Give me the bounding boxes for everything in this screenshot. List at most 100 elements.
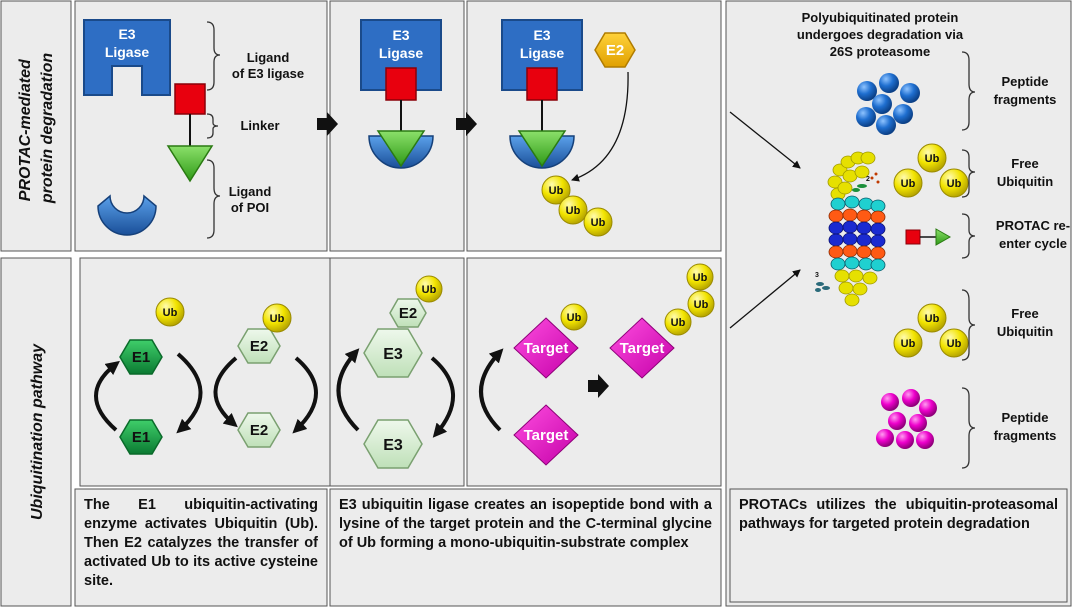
brace-peptide-bottom xyxy=(961,387,976,469)
e2-bottom: E2 xyxy=(237,412,281,448)
cycle-arrows-1 xyxy=(94,352,318,434)
proteasome-26s: 2 3 xyxy=(815,151,886,307)
proteasome-heading-line2: undergoes degradation via xyxy=(797,27,964,42)
ternary-complex-3: E3 Ligase xyxy=(501,19,583,169)
peptide-fragments-magenta xyxy=(876,389,937,449)
e2-orange-hexagon: E2 xyxy=(594,32,636,68)
ubiquitination-side-label-box xyxy=(0,257,72,607)
ligand-e3-label-line1: Ligand xyxy=(247,50,290,65)
ub-label-u2: Ub xyxy=(270,313,285,325)
brace-peptide-top xyxy=(961,51,976,131)
e1-bottom-label: E1 xyxy=(132,429,150,446)
e3-bottom-label: E3 xyxy=(383,437,403,454)
ubiquitination-side-label: Ubiquitination pathway xyxy=(29,343,46,520)
e2-top: E2 xyxy=(237,328,281,364)
caption-protac: PROTACs utilizes the ubiquitin-proteasom… xyxy=(739,497,1058,532)
ub-panel-3 xyxy=(466,257,722,487)
e3-ligase-label-line2: Ligase xyxy=(105,44,150,60)
ub-chain-protac: Ub Ub Ub xyxy=(541,175,613,237)
free-ub-top-line1: Free xyxy=(1011,156,1038,171)
ub-label-u1: Ub xyxy=(163,307,178,319)
caption-box-protac-outline xyxy=(729,488,1068,603)
protac-side-label: PROTAC-mediated protein degradation xyxy=(17,53,56,204)
peptide-bottom-line2: fragments xyxy=(994,428,1057,443)
protac-side-label-box xyxy=(0,0,72,252)
step-arrow-2 xyxy=(456,112,477,136)
free-ubiquitin-bottom: Ub Ub Ub xyxy=(893,303,969,358)
protac-reenter-line1: PROTAC re- xyxy=(996,218,1070,233)
brace-free-ub-top xyxy=(961,149,976,198)
caption-box-e3-outline xyxy=(329,488,722,607)
ligand-e3-label-line2: of E3 ligase xyxy=(232,66,304,81)
ub-label-p1: Ub xyxy=(549,185,564,197)
target-polyub: Target Ub Ub Ub xyxy=(609,263,715,379)
e3-label-3a: E3 xyxy=(533,27,550,43)
free-ub-top-line2: Ubiquitin xyxy=(997,174,1053,189)
proteasome-number-2: 2 xyxy=(866,176,870,183)
caption-e3: E3 ubiquitin ligase creates an isopeptid… xyxy=(339,497,712,551)
e2-orange-label: E2 xyxy=(606,42,624,59)
e1-top-label: E1 xyxy=(132,349,150,366)
target-polyub-label: Target xyxy=(620,340,665,357)
e3-ligase-shape: E3 Ligase xyxy=(83,19,171,96)
cycle-arrows-3 xyxy=(479,348,504,432)
free-ub-bottom-line2: Ubiquitin xyxy=(997,324,1053,339)
e3-top-label: E3 xyxy=(383,346,403,363)
poi-bowl xyxy=(97,194,157,236)
linker-label: Linker xyxy=(240,118,279,133)
free-ubiquitin-top: Ub Ub Ub xyxy=(893,143,969,198)
ub-on-e2: Ub xyxy=(262,303,292,333)
free-ub-bottom-line1: Free xyxy=(1011,306,1038,321)
e3-ligand-square xyxy=(174,83,206,115)
e2-on-e3-label: E2 xyxy=(399,305,417,322)
ligand-poi-label-line2: of POI xyxy=(231,200,269,215)
protac-reenter-line2: enter cycle xyxy=(999,236,1067,251)
panel1-braces xyxy=(206,21,221,239)
caption-box-e1-e2-outline xyxy=(74,488,328,607)
e3-bottom: E3 xyxy=(363,419,423,469)
ub-label-r1: Ub xyxy=(925,153,940,165)
target-top-label: Target xyxy=(524,340,569,357)
ub-label-u3: Ub xyxy=(422,284,437,296)
arrow-from-protac xyxy=(729,111,801,169)
target-bottom: Target xyxy=(513,404,579,466)
proteasome-heading-line3: 26S proteasome xyxy=(830,44,930,59)
peptide-bottom-line1: Peptide xyxy=(1002,410,1049,425)
proteasome-number-3: 3 xyxy=(815,272,819,279)
e3-label-2a: E3 xyxy=(392,27,409,43)
ub-label-u6: Ub xyxy=(694,299,709,311)
protac-reenter-molecule xyxy=(905,228,952,246)
e2-top-label: E2 xyxy=(250,338,268,355)
ternary-complex-2: E3 Ligase xyxy=(360,19,442,169)
peptide-top-line1: Peptide xyxy=(1002,74,1049,89)
ub-free-1: Ub xyxy=(155,297,185,327)
step-arrow-1 xyxy=(317,112,338,136)
target-bottom-label: Target xyxy=(524,427,569,444)
ligand-poi-label-line1: Ligand xyxy=(229,184,272,199)
caption-e1-e2: The E1 ubiquitin-activating enzyme activ… xyxy=(84,497,318,589)
ub-label-r3: Ub xyxy=(947,178,962,190)
cycle-arrows-2 xyxy=(336,348,455,438)
ub-label-r2: Ub xyxy=(901,178,916,190)
ub-label-r6: Ub xyxy=(947,338,962,350)
ub-label-r5: Ub xyxy=(901,338,916,350)
target-top: Target Ub xyxy=(513,303,588,379)
ub-label-p2: Ub xyxy=(566,205,581,217)
ub-label-u7: Ub xyxy=(693,272,708,284)
e1-bottom: E1 xyxy=(119,419,163,455)
ub-label-p3: Ub xyxy=(591,217,606,229)
protac-molecule xyxy=(166,83,214,183)
ub-panel-1 xyxy=(79,257,331,487)
e3-label-2b: Ligase xyxy=(379,45,424,61)
ub-label-u4: Ub xyxy=(567,312,582,324)
e2-to-ub-arrow xyxy=(571,71,629,182)
e1-top: E1 xyxy=(119,339,163,375)
peptide-top-line2: fragments xyxy=(994,92,1057,107)
peptide-fragments-blue xyxy=(856,73,920,135)
proteasome-heading-line1: Polyubiquitinated protein xyxy=(802,10,959,25)
brace-protac-reenter xyxy=(961,213,976,259)
ub-label-r4: Ub xyxy=(925,313,940,325)
e3-ligase-label-line1: E3 xyxy=(118,26,135,42)
poi-ligand-triangle xyxy=(166,145,214,183)
